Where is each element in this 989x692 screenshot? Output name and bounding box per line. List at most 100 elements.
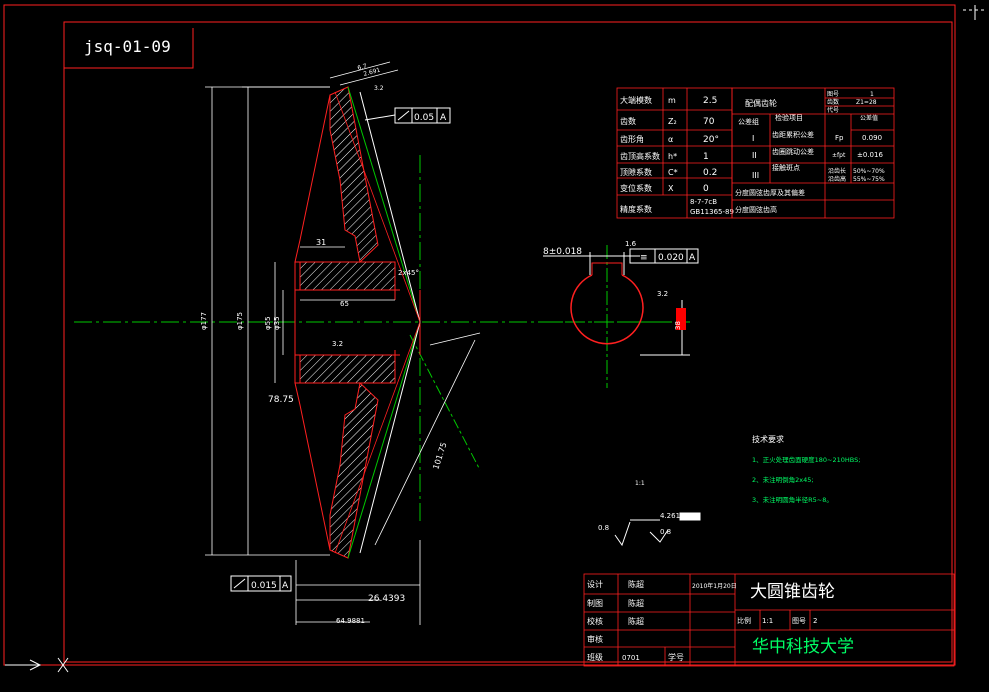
- svg-text:31: 31: [316, 238, 326, 247]
- tb-value: 0701: [622, 654, 640, 662]
- mate-item: 检验项目: [775, 113, 803, 122]
- param-name: 顶隙系数: [620, 167, 652, 177]
- runout-frame-bottom: 0.015 A: [230, 575, 292, 592]
- svg-text:1:1: 1:1: [635, 480, 645, 487]
- mate-right-value: 55%~75%: [853, 176, 885, 183]
- svg-text:φ177: φ177: [200, 312, 208, 330]
- svg-text:A: A: [282, 581, 289, 591]
- param-value: GB11365-89: [690, 208, 734, 216]
- svg-text:3.2: 3.2: [332, 340, 343, 348]
- mate-group: I: [752, 134, 754, 143]
- svg-text:26.4393: 26.4393: [368, 594, 405, 604]
- param-symbol: α: [668, 135, 673, 144]
- param-value: 8-7-7cB: [690, 198, 717, 206]
- tb-label: 学号: [668, 652, 684, 662]
- svg-text:65: 65: [340, 300, 349, 308]
- param-symbol: C*: [668, 168, 678, 177]
- hub-section-view: 8±0.018 38 ≡ 0.020 A 1.6 3.2: [543, 240, 699, 356]
- svg-text:1.6: 1.6: [625, 240, 637, 248]
- mate-group: III: [752, 171, 759, 180]
- svg-text:4.2617: 4.2617: [660, 512, 685, 520]
- svg-text:φ35: φ35: [273, 316, 281, 330]
- surface-marks: [614, 512, 701, 547]
- tb-value: 陈超: [628, 616, 644, 626]
- param-symbol: h*: [668, 152, 677, 161]
- param-name: 变位系数: [620, 183, 652, 193]
- outer-frame: [3, 4, 956, 666]
- tb-label: 图号: [792, 617, 806, 625]
- svg-text:3.2: 3.2: [374, 85, 384, 92]
- param-name: 大端模数: [620, 95, 652, 105]
- svg-text:6.7: 6.7: [357, 63, 368, 72]
- mate-right-label: 公差值: [860, 114, 878, 122]
- svg-text:8±0.018: 8±0.018: [543, 247, 582, 257]
- mate-right-label: 齿数: [827, 98, 839, 106]
- tb-label: 设计: [587, 579, 603, 589]
- ucs-icon: [5, 657, 69, 673]
- tb-label: 制图: [587, 598, 603, 608]
- svg-text:101.75: 101.75: [431, 441, 448, 470]
- mate-item: 齿圈跳动公差: [772, 147, 814, 156]
- tech-req-item: 3、未注明圆角半径R5~8。: [752, 495, 833, 504]
- mate-group: 公差组: [738, 117, 759, 126]
- tb-date: 2010年1月20日: [692, 582, 737, 590]
- svg-text:φ55: φ55: [264, 316, 272, 330]
- mate-group: II: [752, 151, 757, 160]
- svg-text:≡: ≡: [640, 253, 648, 263]
- mate-symbol: 沿齿长: [828, 167, 846, 175]
- param-name: 齿形角: [620, 134, 644, 144]
- param-name: 齿数: [620, 116, 636, 126]
- mate-right-value: Z1=28: [856, 99, 877, 106]
- svg-text:0.020: 0.020: [658, 253, 684, 263]
- mate-table: [731, 87, 895, 219]
- mate-footer: 分度圆弦齿高: [735, 205, 777, 214]
- mate-right-value: 1: [870, 91, 874, 98]
- tb-value: 2: [813, 617, 817, 625]
- mate-right-value: 0.090: [862, 134, 882, 142]
- inner-frame: [63, 21, 953, 663]
- param-name: 齿顶高系数: [620, 151, 660, 161]
- param-symbol: m: [668, 96, 676, 105]
- mate-symbol: Fp: [835, 134, 844, 142]
- svg-text:0.8: 0.8: [660, 528, 671, 536]
- mate-right-label: 图号: [827, 91, 839, 98]
- param-name: 精度系数: [620, 204, 652, 214]
- mate-right-label: 代号: [827, 106, 839, 114]
- svg-text:0.015: 0.015: [251, 581, 277, 591]
- svg-text:φ175: φ175: [236, 312, 244, 330]
- tech-req-title: 技术要求: [752, 434, 784, 444]
- mate-header: 配偶齿轮: [745, 98, 777, 108]
- param-symbol: X: [668, 184, 674, 193]
- mate-item: 接触斑点: [772, 163, 800, 172]
- param-value: 0: [703, 184, 709, 194]
- tech-req-item: 2、未注明倒角2x45;: [752, 475, 814, 484]
- gear-section: [294, 86, 421, 559]
- title-block: [583, 573, 955, 667]
- drawing-id: jsq-01-09: [84, 37, 171, 56]
- svg-text:2x45°: 2x45°: [398, 269, 419, 277]
- tb-label: 校核: [587, 616, 603, 626]
- tb-value: 陈超: [628, 579, 644, 589]
- svg-text:A: A: [689, 253, 696, 263]
- tb-label: 审核: [587, 634, 603, 644]
- param-symbol: Z₂: [668, 117, 677, 126]
- part-name: 大圆锥齿轮: [750, 582, 835, 602]
- svg-text:2.691: 2.691: [363, 67, 382, 78]
- mate-right-value: 50%~70%: [853, 168, 885, 175]
- mate-footer: 分度圆弦齿厚及其偏差: [735, 188, 805, 197]
- school-name: 华中科技大学: [752, 637, 854, 657]
- mate-symbol: ±fpt: [832, 152, 846, 159]
- param-value: 2.5: [703, 96, 717, 106]
- tb-value: 陈超: [628, 598, 644, 608]
- param-value: 0.2: [703, 168, 717, 178]
- mate-right-value: ±0.016: [857, 151, 883, 159]
- svg-text:A: A: [440, 113, 447, 123]
- svg-text:64.9881: 64.9881: [336, 617, 365, 625]
- tb-label: 班级: [587, 652, 603, 662]
- svg-text:3.2: 3.2: [657, 290, 668, 298]
- tb-value: 1:1: [762, 617, 773, 625]
- param-value: 1: [703, 152, 709, 162]
- mate-item: 齿距累积公差: [772, 130, 814, 139]
- svg-text:78.75: 78.75: [268, 395, 294, 405]
